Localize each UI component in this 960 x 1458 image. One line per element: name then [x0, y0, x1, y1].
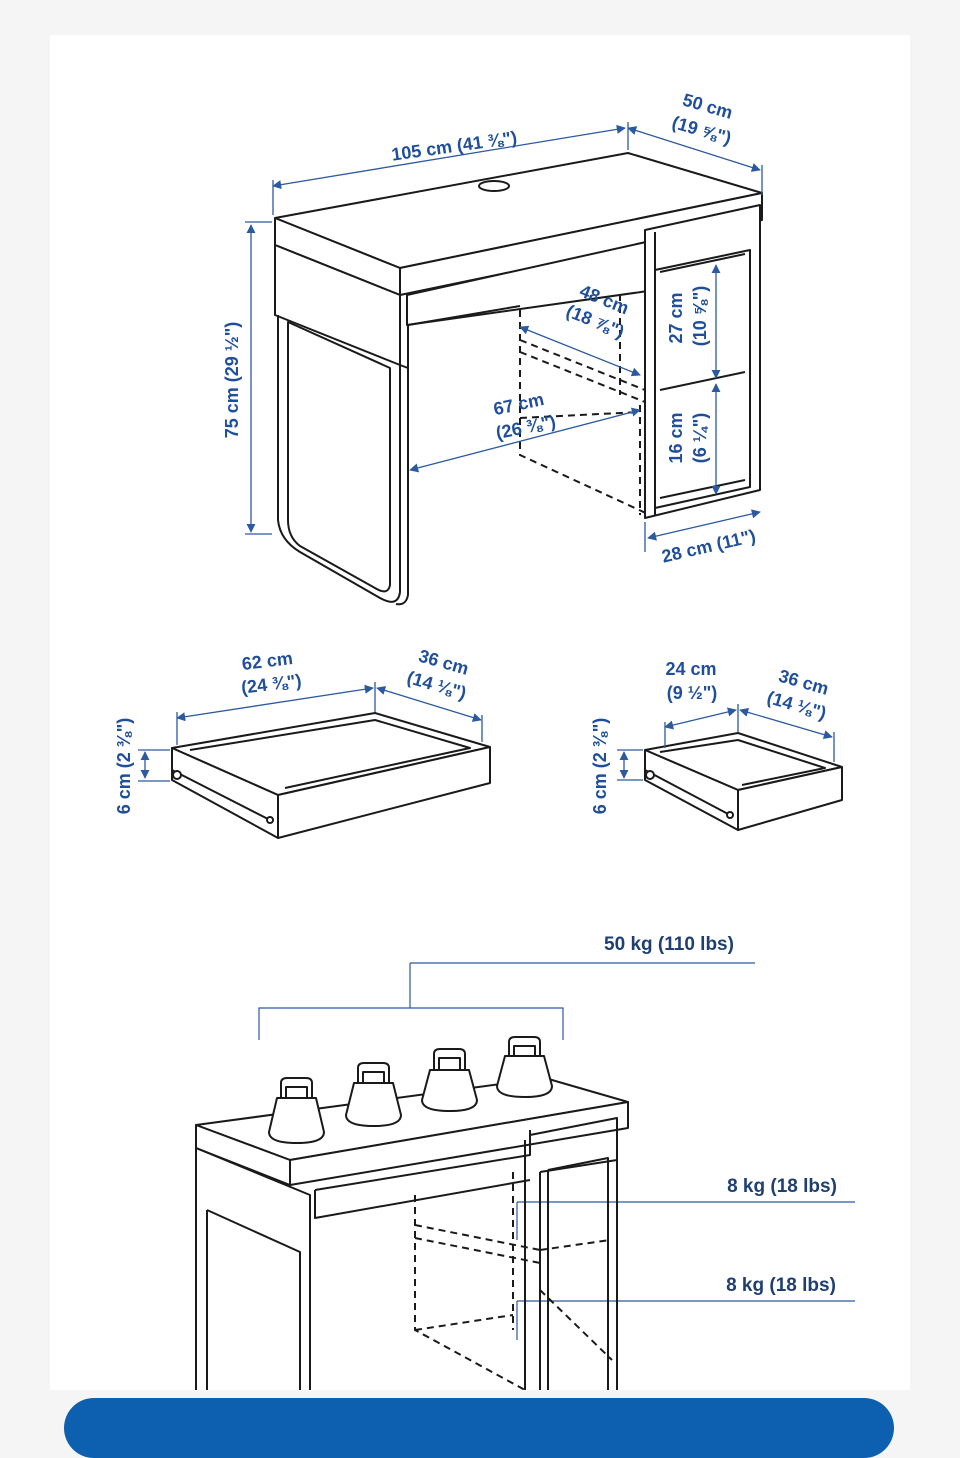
weight-icon: [496, 1036, 553, 1098]
weight-icon: [268, 1077, 325, 1144]
lower-shelf-cm-label: 16 cm: [666, 412, 686, 463]
small-drawer-drawing: [617, 704, 843, 831]
load-capacity-labels: 50 kg (110 lbs) 8 kg (18 lbs) 8 kg (18 l…: [604, 934, 837, 1296]
weight-icon: [345, 1062, 402, 1127]
small-drawer-height-label: 6 cm (2 ⅜"): [590, 718, 610, 815]
upper-shelf-cm-label: 27 cm: [666, 292, 686, 343]
large-drawer-width-in-label: (24 ⅜"): [240, 670, 303, 697]
desk-width-label: 105 cm (41 ⅜"): [390, 127, 518, 164]
small-drawer-width-in-label: (9 ½"): [667, 683, 718, 703]
desk-height-label: 75 cm (29 ½"): [222, 322, 242, 439]
lower-shelf-in-label: (6 ¼"): [690, 413, 710, 464]
load-capacity-drawing: [195, 962, 855, 1390]
desk-dimensions-diagram: 105 cm (41 ⅜") 50 cm (19 ⅝") 75 cm (29 ½…: [114, 90, 855, 1390]
bottom-action-bar[interactable]: [64, 1398, 894, 1458]
large-drawer-height-label: 6 cm (2 ⅜"): [114, 718, 134, 815]
lower-shelf-load-label: 8 kg (18 lbs): [726, 1275, 836, 1296]
desk-dimension-lines: [245, 122, 763, 552]
upper-shelf-load-label: 8 kg (18 lbs): [727, 1176, 837, 1197]
large-drawer-width-cm-label: 62 cm: [241, 648, 294, 674]
upper-shelf-in-label: (10 ⅝"): [690, 286, 710, 347]
small-drawer-width-cm-label: 24 cm: [665, 659, 716, 679]
large-drawer-drawing: [138, 682, 491, 839]
top-load-label: 50 kg (110 lbs): [604, 934, 734, 955]
desk-drawing: [274, 152, 763, 606]
weight-icon: [421, 1048, 478, 1112]
product-dimensions-card: 105 cm (41 ⅜") 50 cm (19 ⅝") 75 cm (29 ½…: [50, 35, 910, 1390]
